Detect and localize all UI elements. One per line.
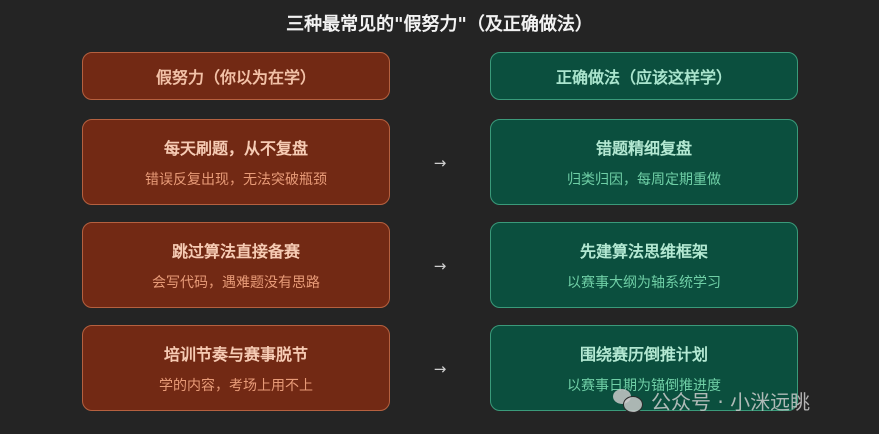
right-card-3: 围绕赛历倒推计划 以赛事日期为锚倒推进度 xyxy=(490,325,798,411)
right-card-title: 错题精细复盘 xyxy=(595,139,692,158)
wrong-card-1: 每天刷题，从不复盘 错误反复出现，无法突破瓶颈 xyxy=(82,119,390,205)
wrong-card-2: 跳过算法直接备赛 会写代码，遇难题没有思路 xyxy=(82,222,390,308)
wechat-icon xyxy=(613,388,643,413)
watermark-text: 公众号 · 小洣远眺 xyxy=(651,390,811,414)
right-card-desc: 以赛事大纲为轴系统学习 xyxy=(567,275,721,291)
right-header: 正确做法（应该这样学） xyxy=(490,52,798,100)
wrong-card-desc: 会写代码，遇难题没有思路 xyxy=(152,275,320,291)
right-card-desc: 以赛事日期为锚倒推进度 xyxy=(567,378,721,394)
wrong-header-label: 假努力（你以为在学） xyxy=(155,68,316,87)
diagram-title: 三种最常见的"假努力"（及正确做法） xyxy=(286,14,593,35)
wrong-card-3: 培训节奏与赛事脱节 学的内容，考场上用不上 xyxy=(82,325,390,411)
arrow-right-icon: → xyxy=(433,360,447,378)
wrong-card-title: 培训节奏与赛事脱节 xyxy=(163,345,308,364)
right-card-title: 围绕赛历倒推计划 xyxy=(579,345,708,364)
wrong-card-desc: 学的内容，考场上用不上 xyxy=(159,378,313,394)
right-card-desc: 归类归因，每周定期重做 xyxy=(567,172,721,188)
right-header-label: 正确做法（应该这样学） xyxy=(555,68,732,87)
wrong-card-title: 跳过算法直接备赛 xyxy=(171,242,300,261)
right-card-1: 错题精细复盘 归类归因，每周定期重做 xyxy=(490,119,798,205)
right-card-2: 先建算法思维框架 以赛事大纲为轴系统学习 xyxy=(490,222,798,308)
watermark: 公众号 · 小洣远眺 xyxy=(613,386,810,415)
wrong-header: 假努力（你以为在学） xyxy=(82,52,390,100)
wrong-card-title: 每天刷题，从不复盘 xyxy=(163,139,308,158)
right-card-title: 先建算法思维框架 xyxy=(579,242,708,261)
wrong-card-desc: 错误反复出现，无法突破瓶颈 xyxy=(145,172,327,188)
arrow-right-icon: → xyxy=(433,154,447,172)
arrow-right-icon: → xyxy=(433,257,447,275)
